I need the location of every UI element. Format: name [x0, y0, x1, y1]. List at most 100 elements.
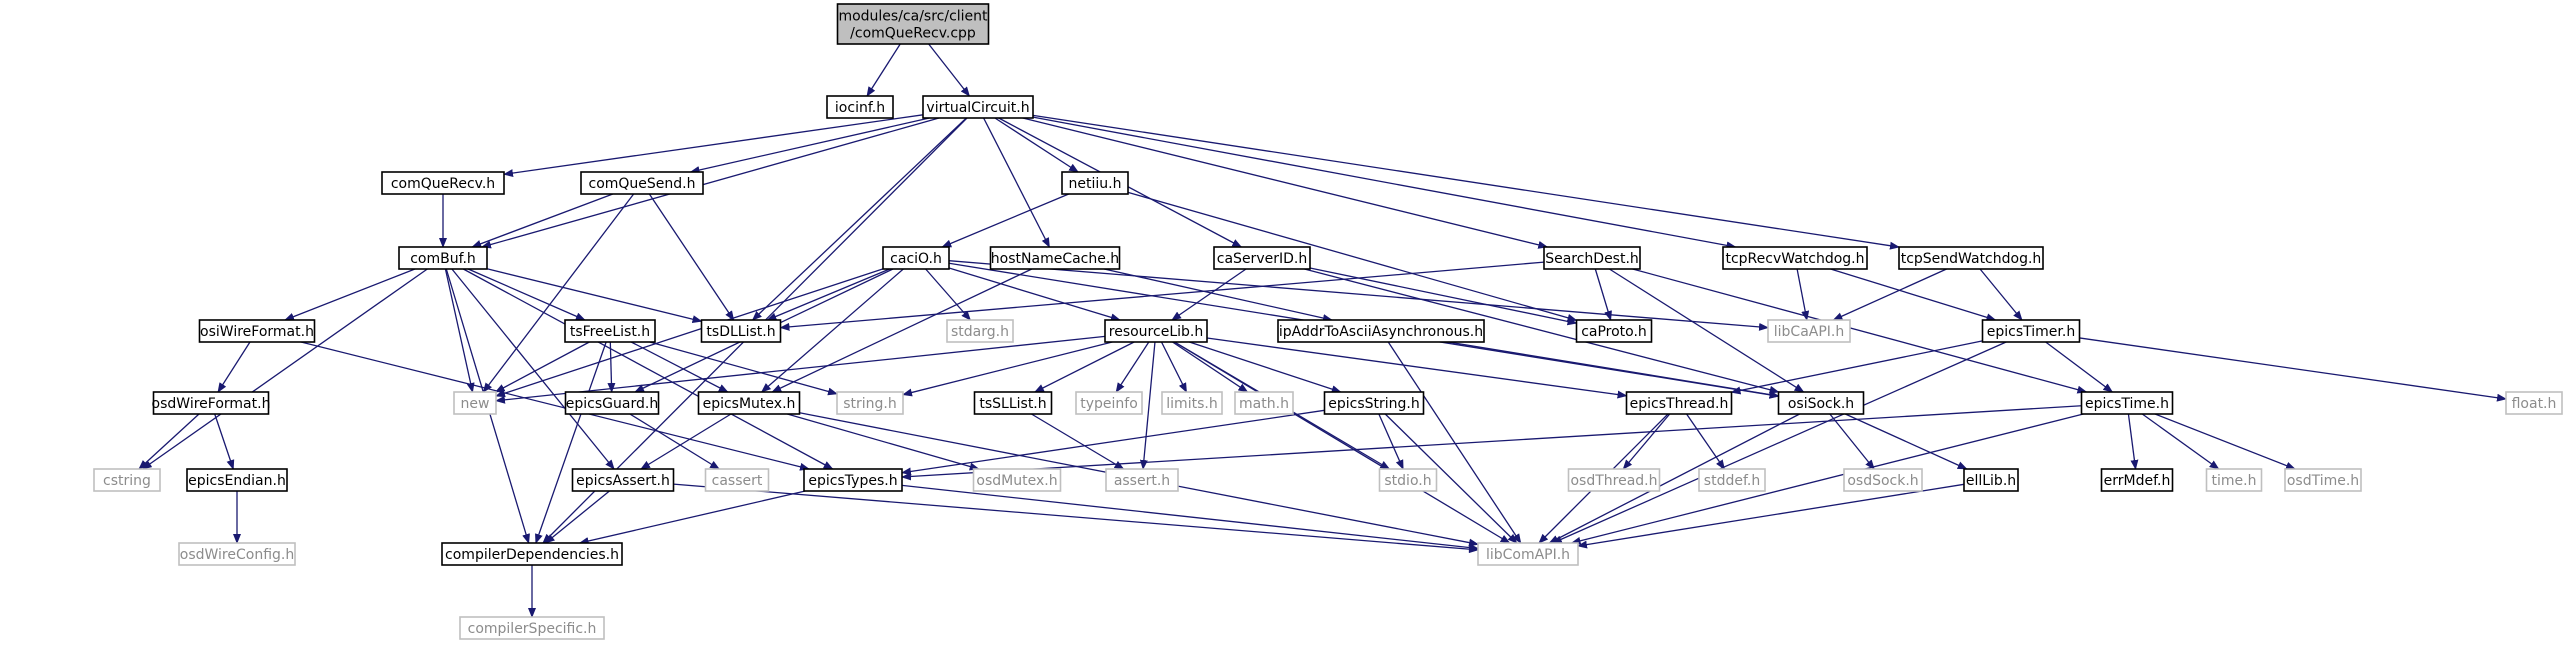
edge-epicsMutex-to-epicsAssert: [640, 413, 732, 470]
node-epicsThread[interactable]: epicsThread.h: [1625, 391, 1733, 415]
node-osdWireFormat[interactable]: osdWireFormat.h: [152, 391, 271, 415]
node-label-epicsTime: epicsTime.h: [2085, 396, 2169, 412]
node-epicsTimer[interactable]: epicsTimer.h: [1981, 319, 2081, 343]
node-stdio[interactable]: stdio.h: [1378, 468, 1438, 492]
node-label-tsDLList: tsDLList.h: [706, 324, 775, 340]
node-caServerID[interactable]: caServerID.h: [1213, 246, 1311, 270]
node-box-tcpRecvWatchdog: [1722, 246, 1868, 270]
node-floatH[interactable]: float.h: [2505, 391, 2563, 415]
edge-epicsThread-to-stddef: [1686, 413, 1725, 470]
node-caciO[interactable]: caciO.h: [882, 246, 950, 270]
node-stringH[interactable]: string.h: [836, 391, 904, 415]
node-tsSLList[interactable]: tsSLList.h: [973, 391, 1053, 415]
node-tsDLList[interactable]: tsDLList.h: [700, 319, 782, 343]
node-cstring[interactable]: cstring: [93, 468, 161, 492]
node-ipAddr[interactable]: ipAddrToAsciiAsynchronous.h: [1277, 319, 1485, 343]
node-osiSock[interactable]: osiSock.h: [1777, 391, 1865, 415]
node-label-epicsTimer: epicsTimer.h: [1987, 324, 2075, 340]
node-root[interactable]: modules/ca/src/client/comQueRecv.cpp: [836, 3, 990, 45]
node-epicsEndian[interactable]: epicsEndian.h: [186, 468, 288, 492]
edge-osdWireFormat-to-cstring: [138, 413, 200, 470]
node-libComAPI[interactable]: libComAPI.h: [1477, 542, 1579, 566]
node-mathH[interactable]: math.h: [1234, 391, 1294, 415]
edge-tsFreeList-to-epicsMutex: [630, 341, 729, 393]
node-label-compilerSpecific: compilerSpecific.h: [468, 621, 597, 637]
node-epicsMutex[interactable]: epicsMutex.h: [697, 391, 801, 415]
node-label-epicsThread: epicsThread.h: [1630, 396, 1729, 412]
node-SearchDest[interactable]: SearchDest.h: [1543, 246, 1641, 270]
edge-caServerID-to-resourceLib: [1171, 268, 1247, 321]
node-epicsAssert[interactable]: epicsAssert.h: [571, 468, 675, 492]
edge-virtualCircuit-to-tcpSendWatchdog: [1032, 114, 1900, 250]
node-epicsGuard[interactable]: epicsGuard.h: [564, 391, 660, 415]
edge-epicsTimer-to-epicsTime: [2045, 341, 2114, 393]
node-stddef[interactable]: stddef.h: [1698, 468, 1766, 492]
node-label-tsSLList: tsSLList.h: [979, 396, 1046, 412]
edge-resourceLib-to-limits: [1160, 341, 1188, 393]
node-osdTime[interactable]: osdTime.h: [2284, 468, 2362, 492]
node-comBuf[interactable]: comBuf.h: [398, 246, 488, 270]
node-timeH[interactable]: time.h: [2205, 468, 2263, 492]
node-tsFreeList[interactable]: tsFreeList.h: [564, 319, 656, 343]
node-comQueRecvH[interactable]: comQueRecv.h: [381, 171, 505, 195]
node-compilerSpecific[interactable]: compilerSpecific.h: [459, 616, 605, 640]
node-osdMutex[interactable]: osdMutex.h: [972, 468, 1062, 492]
node-virtualCircuit[interactable]: virtualCircuit.h: [922, 95, 1034, 119]
node-box-epicsAssert: [571, 468, 675, 492]
node-hostNameCache[interactable]: hostNameCache.h: [989, 246, 1121, 270]
node-box-osiWireFormat: [198, 319, 316, 343]
node-label-iocinf: iocinf.h: [835, 100, 885, 116]
node-libCaAPI[interactable]: libCaAPI.h: [1767, 319, 1851, 343]
node-epicsString[interactable]: epicsString.h: [1323, 391, 1425, 415]
node-tcpRecvWatchdog[interactable]: tcpRecvWatchdog.h: [1722, 246, 1868, 270]
node-typeinfo[interactable]: typeinfo: [1075, 391, 1143, 415]
node-limits[interactable]: limits.h: [1161, 391, 1223, 415]
node-iocinf[interactable]: iocinf.h: [826, 95, 894, 119]
edge-resourceLib-to-assertH: [1139, 341, 1156, 470]
node-box-osdMutex: [972, 468, 1062, 492]
node-box-iocinf: [826, 95, 894, 119]
node-newH[interactable]: new: [453, 391, 497, 415]
edge-tcpSendWatchdog-to-libCaAPI: [1832, 268, 1947, 321]
edge-comQueSend-to-newH: [482, 193, 635, 393]
edge-netiiu-to-caciO: [941, 193, 1069, 248]
edge-epicsGuard-to-cassert: [629, 413, 720, 470]
node-label-stdio: stdio.h: [1384, 473, 1431, 489]
node-label-osiWireFormat: osiWireFormat.h: [200, 324, 314, 340]
edge-epicsMutex-to-osdMutex: [787, 413, 980, 471]
node-comQueSend[interactable]: comQueSend.h: [580, 171, 704, 195]
node-netiiu[interactable]: netiiu.h: [1061, 171, 1129, 195]
node-osdSock[interactable]: osdSock.h: [1843, 468, 1923, 492]
node-tcpSendWatchdog[interactable]: tcpSendWatchdog.h: [1898, 246, 2044, 270]
edge-epicsTimer-to-epicsThread: [1730, 340, 1983, 395]
node-label-typeinfo: typeinfo: [1080, 396, 1138, 412]
edge-root-to-iocinf: [866, 43, 901, 97]
node-label-caServerID: caServerID.h: [1217, 251, 1307, 267]
edge-tsFreeList-to-newH: [494, 341, 590, 393]
node-epicsTypes[interactable]: epicsTypes.h: [803, 468, 903, 492]
node-osdWireConfig[interactable]: osdWireConfig.h: [178, 542, 296, 566]
node-osdThread[interactable]: osdThread.h: [1567, 468, 1661, 492]
node-box-caciO: [882, 246, 950, 270]
node-caProto[interactable]: caProto.h: [1575, 319, 1653, 343]
edge-caServerID-to-osiSock: [1304, 268, 1780, 394]
node-resourceLib[interactable]: resourceLib.h: [1104, 319, 1208, 343]
node-box-virtualCircuit: [922, 95, 1034, 119]
node-errMdef[interactable]: errMdef.h: [2100, 468, 2174, 492]
node-box-osdSock: [1843, 468, 1923, 492]
node-label-newH: new: [461, 396, 490, 412]
edge-epicsString-to-stdio: [1378, 413, 1404, 470]
node-label-hostNameCache: hostNameCache.h: [991, 251, 1119, 267]
node-stdarg[interactable]: stdarg.h: [946, 319, 1014, 343]
node-label-libComAPI: libComAPI.h: [1486, 547, 1570, 563]
node-ellLib[interactable]: ellLib.h: [1963, 468, 2019, 492]
node-epicsTime[interactable]: epicsTime.h: [2080, 391, 2174, 415]
node-label-epicsString: epicsString.h: [1328, 396, 1420, 412]
node-cassert[interactable]: cassert: [704, 468, 770, 492]
node-label-limits: limits.h: [1166, 396, 1217, 412]
edge-epicsTimer-to-floatH: [2079, 337, 2507, 402]
node-assertH[interactable]: assert.h: [1105, 468, 1179, 492]
node-osiWireFormat[interactable]: osiWireFormat.h: [198, 319, 316, 343]
node-box-newH: [453, 391, 497, 415]
node-compilerDep[interactable]: compilerDependencies.h: [441, 542, 623, 566]
